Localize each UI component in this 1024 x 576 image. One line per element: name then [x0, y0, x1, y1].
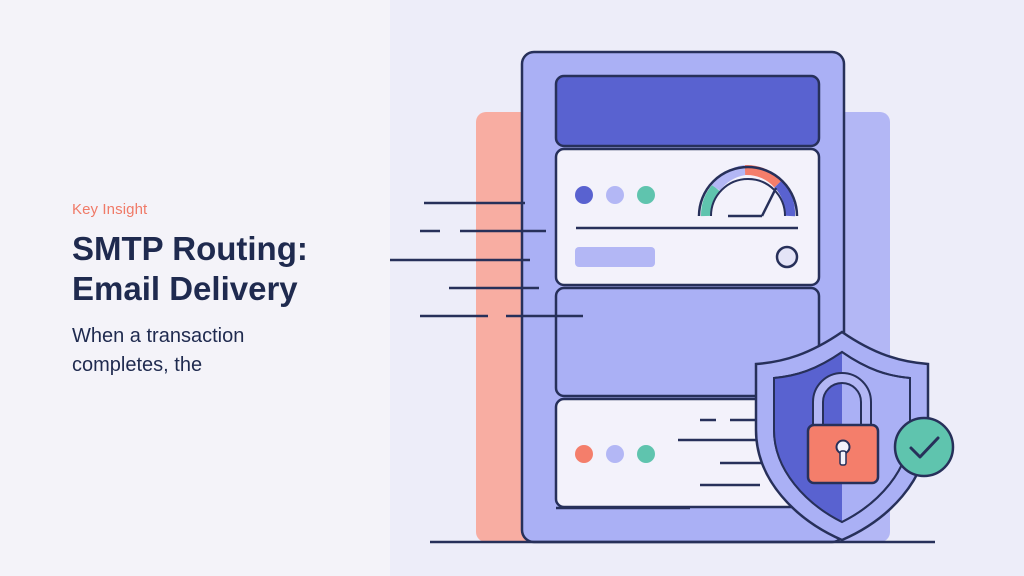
title-line-2: Email Delivery — [72, 270, 298, 307]
motion-lines — [390, 201, 790, 510]
eyebrow-label: Key Insight — [72, 201, 148, 218]
slide-title: SMTP Routing: Email Delivery — [72, 229, 308, 309]
gauge-icon — [697, 164, 799, 218]
server-security-illustration — [390, 50, 955, 544]
title-line-1: SMTP Routing: — [72, 230, 308, 267]
padlock-icon — [806, 372, 880, 485]
text-panel — [0, 0, 390, 576]
slide-body: When a transaction completes, the — [72, 325, 245, 376]
check-badge-icon — [893, 416, 955, 478]
